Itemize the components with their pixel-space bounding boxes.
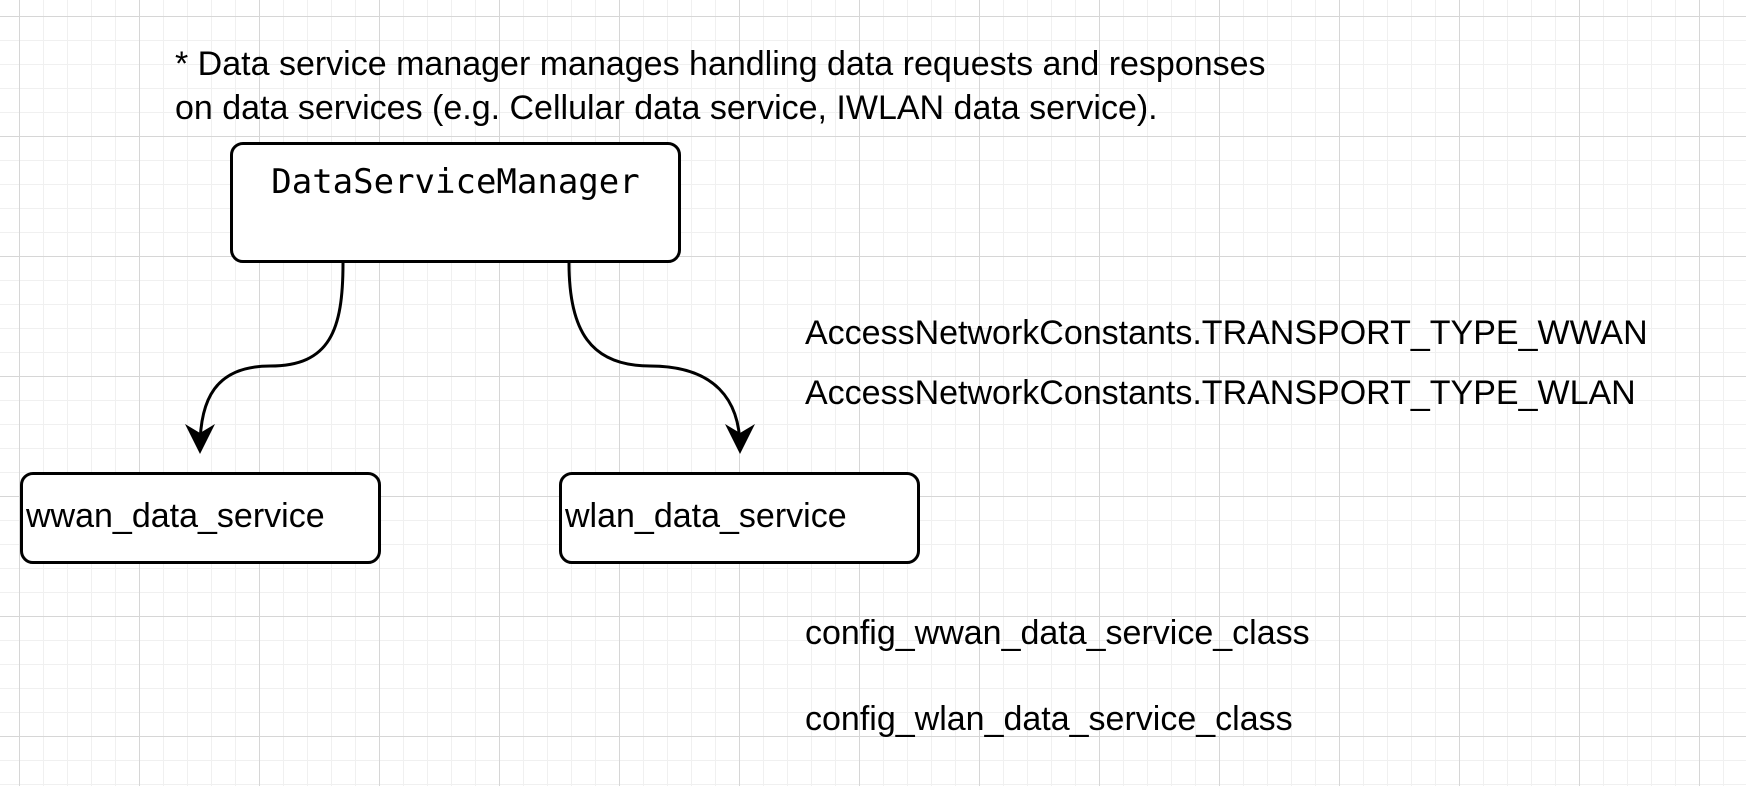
data-service-manager-node[interactable]: DataServiceManager (230, 142, 681, 263)
note-line-2: on data services (e.g. Cellular data ser… (175, 89, 1158, 127)
config-wwan-label: config_wwan_data_service_class (805, 614, 1310, 652)
wlan-data-service-node[interactable]: wlan_data_service (559, 472, 920, 564)
transport-type-wlan-label: AccessNetworkConstants.TRANSPORT_TYPE_WL… (805, 374, 1636, 412)
transport-type-wwan-label: AccessNetworkConstants.TRANSPORT_TYPE_WW… (805, 314, 1648, 352)
wlan-data-service-label: wlan_data_service (565, 497, 847, 535)
edge-manager-to-wwan (185, 262, 345, 454)
edge-manager-to-wlan (567, 262, 755, 454)
config-wlan-label: config_wlan_data_service_class (805, 700, 1293, 738)
data-service-manager-label: DataServiceManager (271, 162, 640, 202)
description-note: * Data service manager manages handling … (175, 42, 1375, 130)
wwan-data-service-label: wwan_data_service (26, 497, 325, 535)
note-line-1: * Data service manager manages handling … (175, 45, 1266, 83)
wwan-data-service-node[interactable]: wwan_data_service (20, 472, 381, 564)
